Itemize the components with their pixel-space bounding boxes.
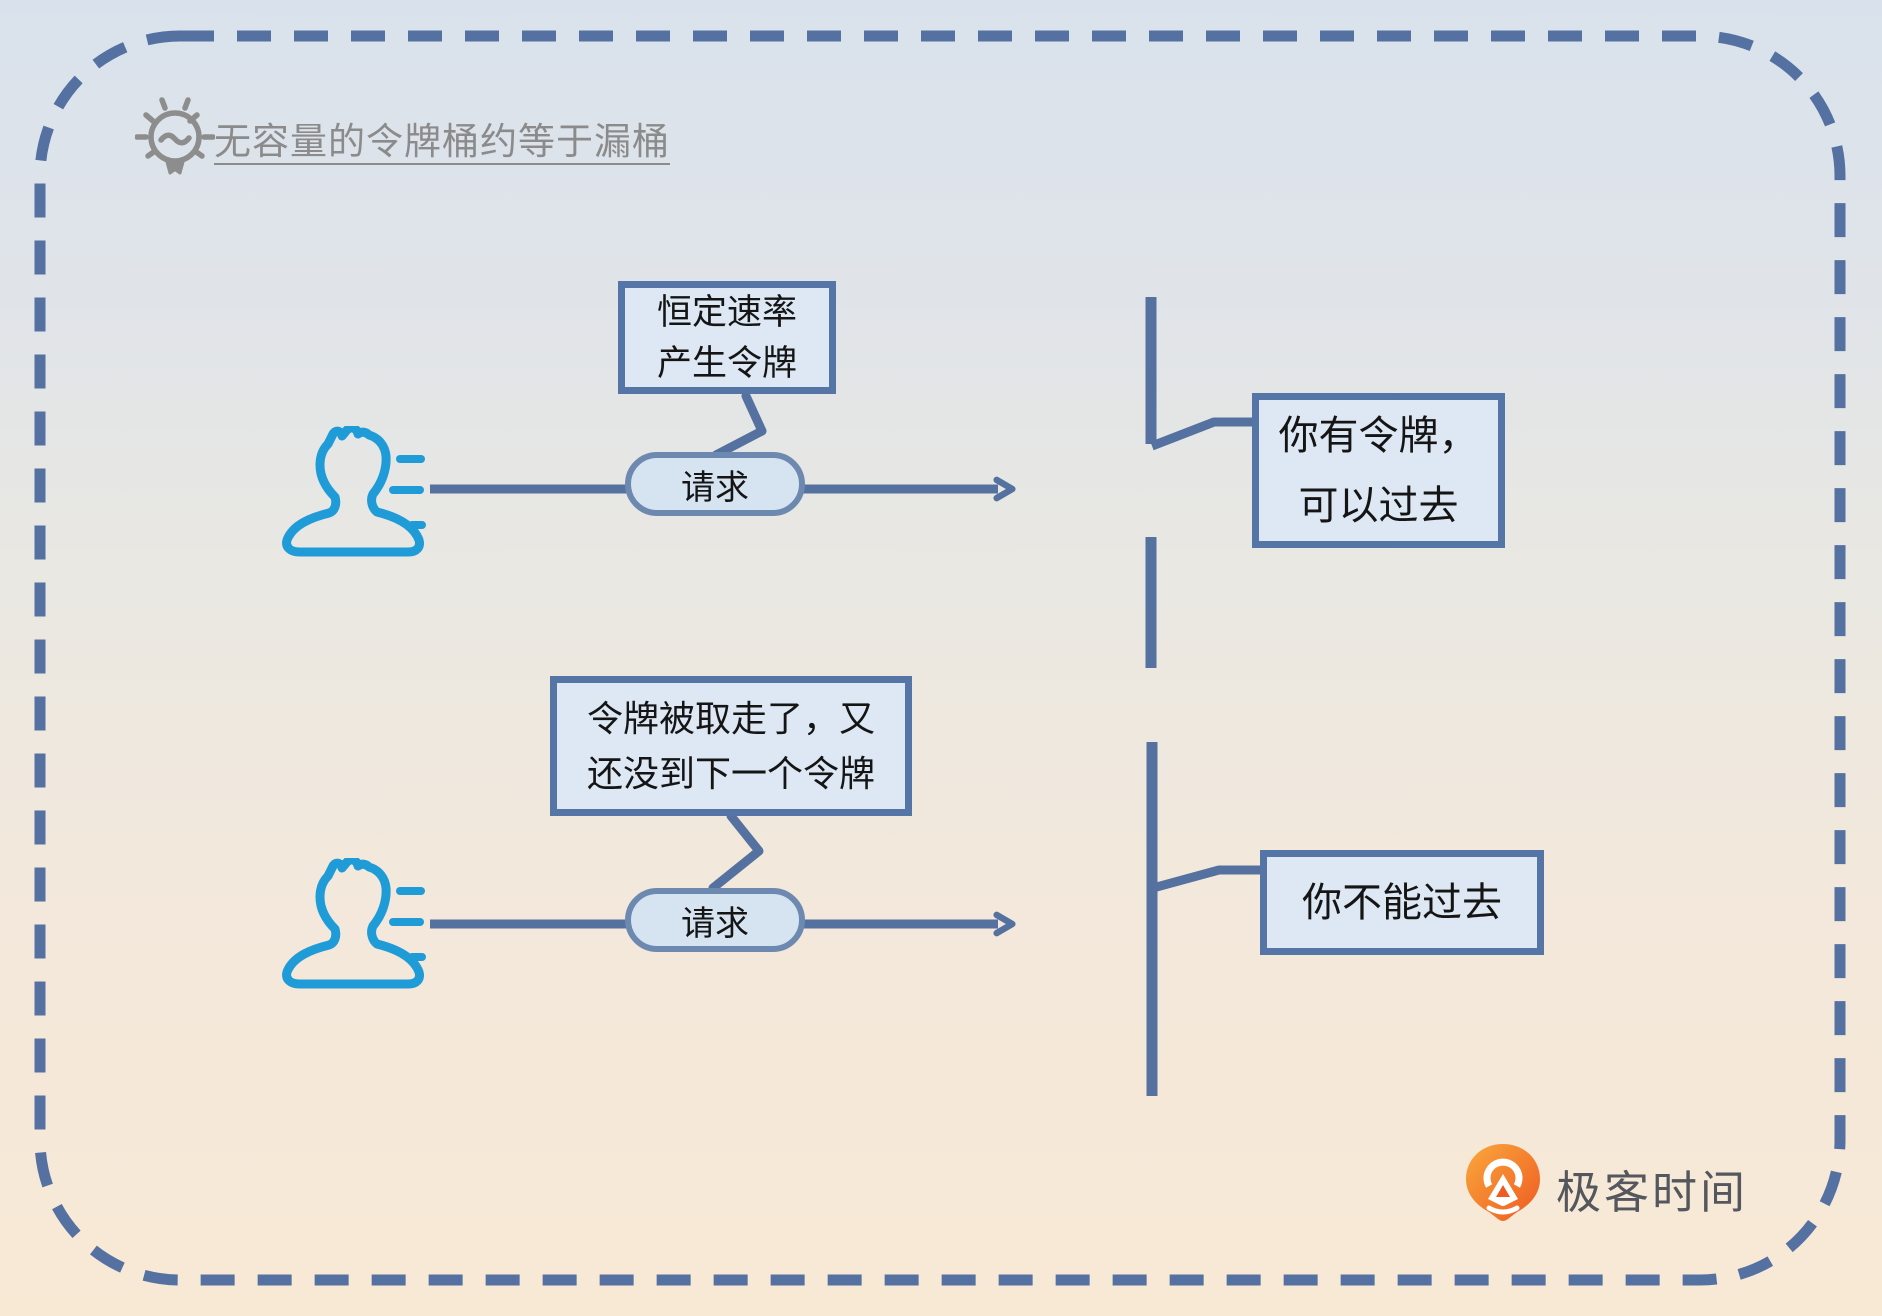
request-pill-1-label: 请求	[681, 468, 749, 507]
result-box-2: 你不能过去	[1260, 850, 1544, 955]
result-box-1-line2: 可以过去	[1298, 483, 1459, 528]
result-connector-1	[1150, 417, 1255, 451]
result-box-1: 你有令牌， 可以过去	[1252, 393, 1505, 548]
geektime-logo-icon	[1466, 1144, 1540, 1221]
dashed-border	[34, 30, 1846, 1286]
note-box-2-line1: 令牌被取走了，又	[586, 698, 875, 739]
result-box-1-line1: 你有令牌，	[1278, 413, 1479, 458]
result-box-2-line1: 你不能过去	[1302, 880, 1502, 925]
note-box-2-line2: 还没到下一个令牌	[586, 753, 875, 794]
lightbulb-icon	[135, 97, 215, 175]
request-pill-2: 请求	[625, 888, 805, 952]
note-connector-1	[711, 391, 767, 460]
note-box-2: 令牌被取走了，又 还没到下一个令牌	[550, 676, 912, 816]
note-box-1: 恒定速率 产生令牌	[618, 281, 836, 394]
request-pill-1: 请求	[625, 452, 805, 516]
note-connector-2	[708, 811, 764, 893]
request-pill-2-label: 请求	[681, 904, 749, 943]
geektime-logo-text: 极客时间	[1556, 1167, 1749, 1218]
page-title: 无容量的令牌桶约等于漏桶	[214, 121, 670, 162]
result-connector-2	[1151, 865, 1263, 893]
note-box-1-line2: 产生令牌	[656, 343, 797, 383]
user-icon-2	[282, 858, 426, 989]
note-box-1-line1: 恒定速率	[656, 292, 797, 332]
user-icon-1	[282, 426, 426, 557]
